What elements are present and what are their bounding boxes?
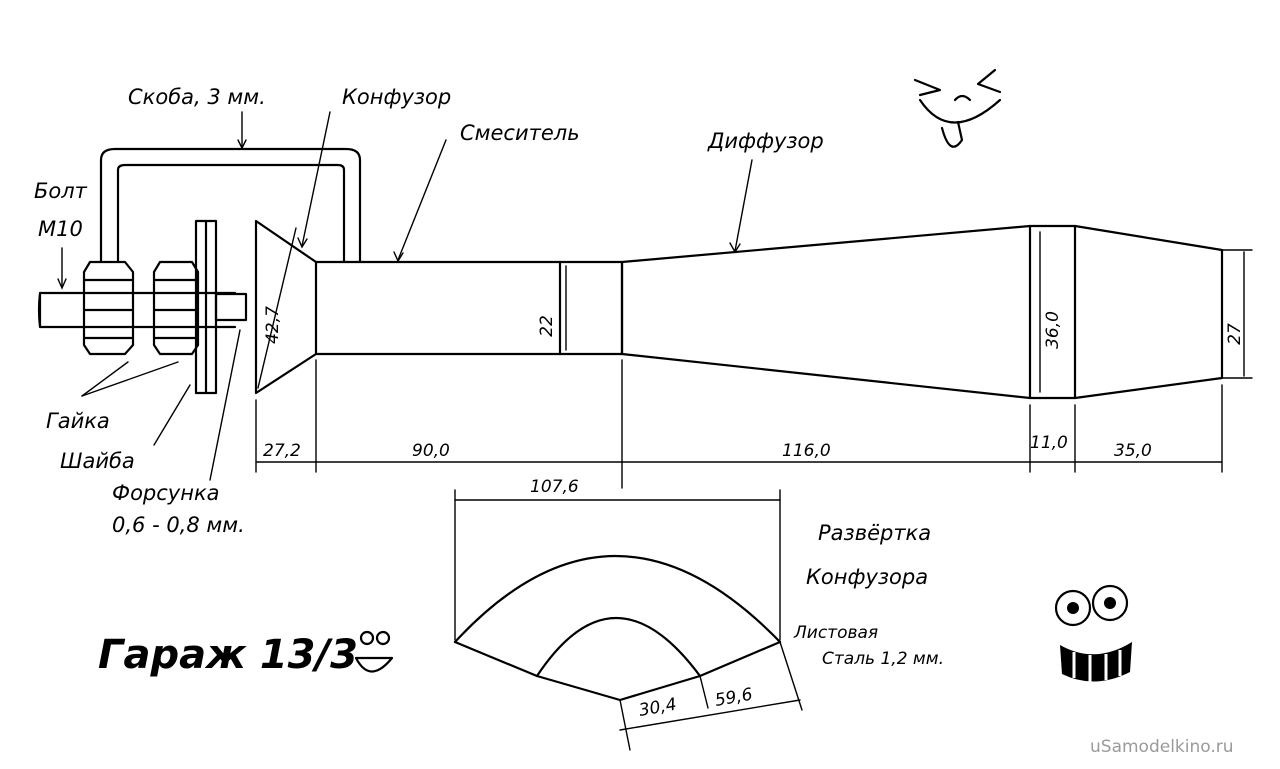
grinning-face-icon xyxy=(1054,584,1132,682)
small-smiley-icon xyxy=(354,630,394,673)
tongue-smiley-icon xyxy=(913,68,1002,148)
confuser-development xyxy=(453,489,803,751)
outlet-diameter-dim: 27 xyxy=(1225,323,1245,345)
material-label: Листовая xyxy=(793,623,878,643)
bracket xyxy=(99,147,362,264)
cylinder-body xyxy=(1028,224,1077,400)
bolt-label: Болт xyxy=(34,179,88,203)
nut-right xyxy=(152,260,200,356)
development-chord-dim: 107,6 xyxy=(530,477,579,497)
diffuser-diameter-dim: 36,0 xyxy=(1043,311,1063,349)
signature: Гараж 13/3 xyxy=(98,632,358,678)
development-subtitle: Конфузора xyxy=(806,565,928,589)
inner-radius-dim: 30,4 xyxy=(637,695,678,721)
nut-left xyxy=(82,260,135,356)
development-title: Развёртка xyxy=(818,521,931,545)
leader-lines xyxy=(57,111,753,481)
confuser-label: Конфузор xyxy=(342,85,451,109)
bolt-shank xyxy=(37,291,237,329)
diffuser-body xyxy=(620,224,1032,400)
development-outer-arc xyxy=(453,555,782,644)
nozzle-size-label: 0,6 - 0,8 мм. xyxy=(112,513,245,537)
outlet-length-dim: 35,0 xyxy=(1114,441,1152,461)
confuser-diameter-dim: 42,7 xyxy=(263,306,283,344)
dimension-lines xyxy=(255,227,1253,489)
mixer-diameter-dim: 22 xyxy=(537,315,557,337)
outer-radius-dim: 59,6 xyxy=(713,685,754,711)
material-spec-label: Сталь 1,2 мм. xyxy=(822,649,944,669)
nozzle-label: Форсунка xyxy=(112,481,220,505)
washer-label: Шайба xyxy=(60,449,135,473)
bracket-label: Скоба, 3 мм. xyxy=(128,85,266,109)
mixer-body xyxy=(314,260,624,356)
bolt-size-label: М10 xyxy=(38,217,83,241)
cylinder-length-dim: 11,0 xyxy=(1030,433,1068,453)
mixer-length-dim: 90,0 xyxy=(412,441,450,461)
development-inner-arc xyxy=(535,616,702,678)
diffuser-label: Диффузор xyxy=(707,129,824,153)
outlet-cone xyxy=(1073,224,1224,400)
nut-label: Гайка xyxy=(46,409,110,433)
nozzle-tip xyxy=(214,292,248,322)
confuser-length-dim: 27,2 xyxy=(263,441,301,461)
watermark: uSamodelkino.ru xyxy=(1090,737,1234,757)
diffuser-length-dim: 116,0 xyxy=(782,441,831,461)
mixer-label: Смеситель xyxy=(460,121,580,145)
bolt-assembly xyxy=(37,219,248,395)
